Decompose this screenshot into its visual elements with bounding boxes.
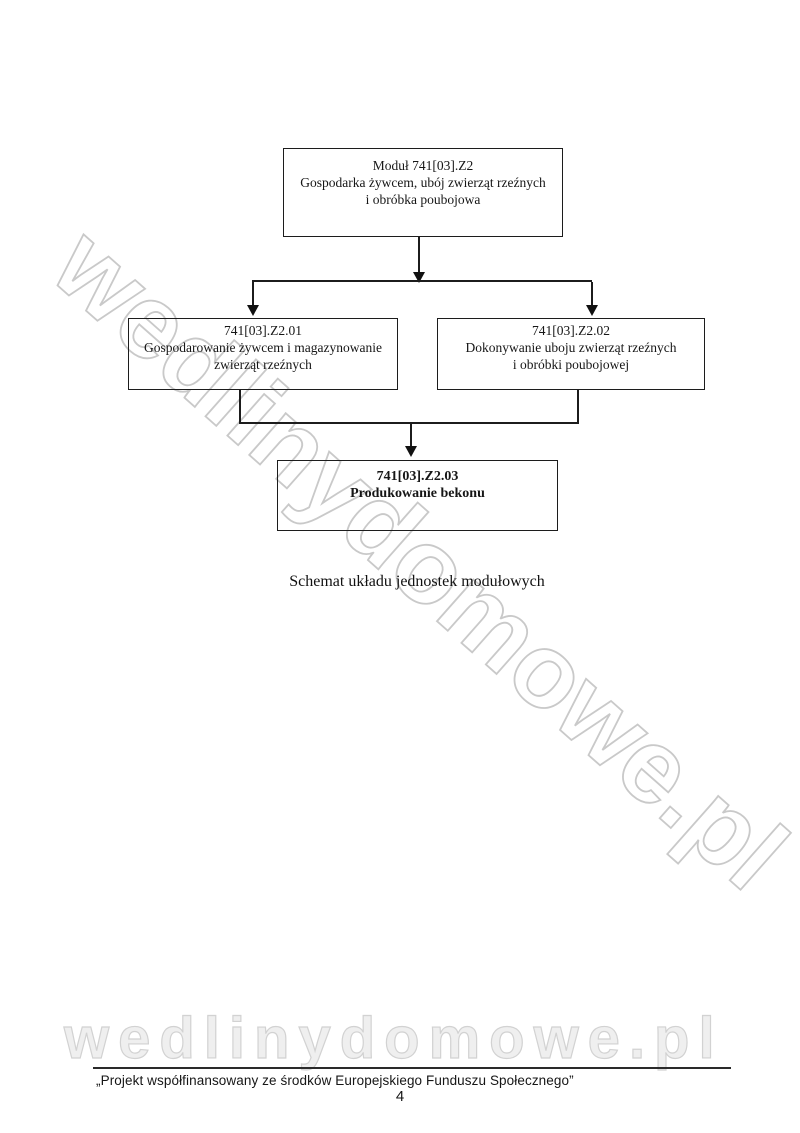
module-title-line1: Gospodarka żywcem, ubój zwierząt rzeźnyc… (300, 175, 546, 190)
unit-02-title-line2: i obróbki poubojowej (512, 357, 630, 372)
arrowhead-center-icon (413, 272, 425, 283)
unit-01-title-line1: Gospodarowanie żywcem i magazynowanie (143, 340, 383, 355)
flowchart-box-module: Moduł 741[03].Z2 Gospodarka żywcem, ubój… (283, 148, 563, 237)
arrowhead-right-icon (586, 305, 598, 316)
connector-vertical-top (418, 237, 420, 273)
unit-02-code: 741[03].Z2.02 (532, 323, 610, 338)
unit-01-title-line2: zwierząt rzeźnych (214, 357, 312, 372)
module-code: Moduł 741[03].Z2 (372, 158, 474, 173)
unit-02-title-line1: Dokonywanie uboju zwierząt rzeźnych (465, 340, 677, 355)
connector-horizontal-branch (252, 280, 592, 282)
page-number: 4 (395, 1088, 405, 1105)
unit-01-code: 741[03].Z2.01 (224, 323, 302, 338)
flowchart-box-unit-03: 741[03].Z2.03 Produkowanie bekonu (277, 460, 558, 531)
diagram-caption: Schemat układu jednostek modułowych (289, 573, 545, 590)
connector-vertical-left (252, 282, 254, 306)
arrowhead-left-icon (247, 305, 259, 316)
unit-03-code: 741[03].Z2.03 (376, 469, 459, 484)
module-title-line2: i obróbka poubojowa (365, 192, 481, 207)
connector-vertical-bottom (410, 424, 412, 447)
connector-drop-left (239, 390, 241, 424)
connector-horizontal-merge (239, 422, 579, 424)
unit-03-title: Produkowanie bekonu (350, 486, 485, 501)
footer-text: „Projekt współfinansowany ze środków Eur… (96, 1073, 574, 1088)
flowchart-box-unit-02: 741[03].Z2.02 Dokonywanie uboju zwierząt… (437, 318, 705, 390)
flowchart-box-unit-01: 741[03].Z2.01 Gospodarowanie żywcem i ma… (128, 318, 398, 390)
footer-rule (93, 1067, 731, 1069)
arrowhead-bottom-icon (405, 446, 417, 457)
watermark-bottom: wedlinydomowe.pl (63, 1005, 724, 1071)
connector-vertical-right (591, 282, 593, 306)
connector-drop-right (577, 390, 579, 424)
